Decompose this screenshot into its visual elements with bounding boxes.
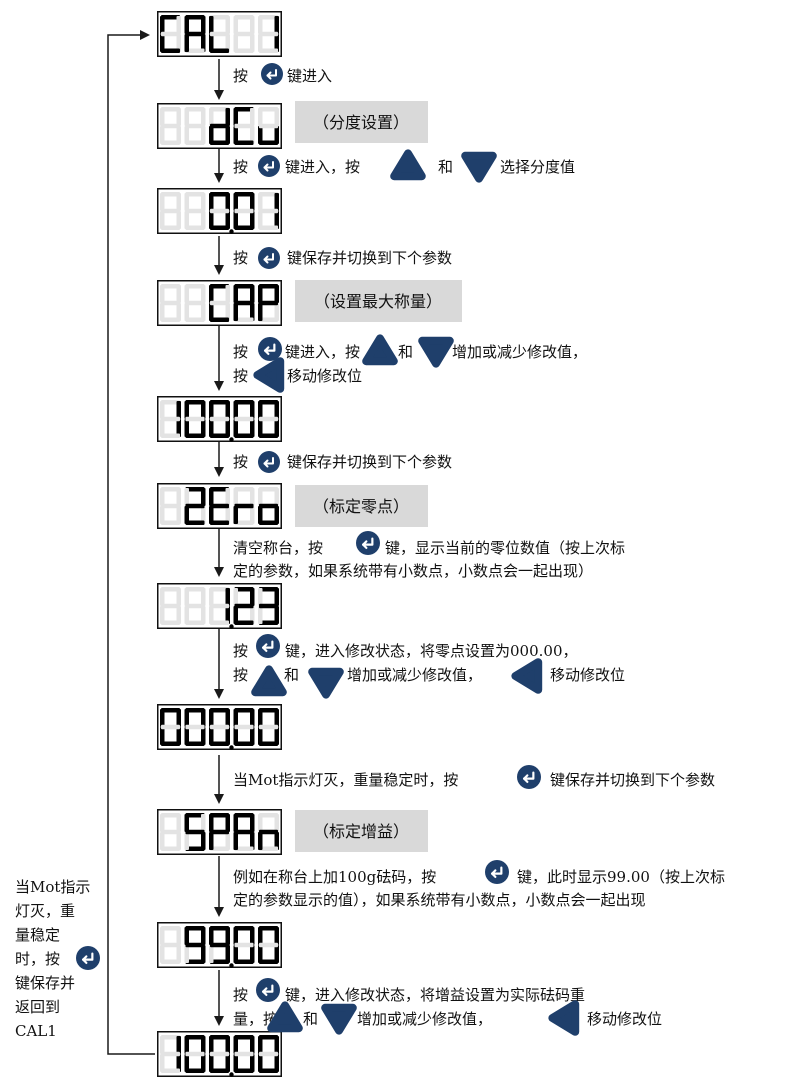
instruction-text: 和 — [398, 343, 413, 361]
instruction-text: 键保存并切换到下个参数 — [287, 453, 452, 471]
display-panel — [157, 483, 282, 529]
down-key-icon — [461, 151, 497, 183]
up-key-icon — [251, 665, 287, 697]
up-key-icon — [390, 149, 426, 181]
instruction-text: 按 — [233, 666, 248, 684]
instruction-text: 移动修改位 — [587, 1010, 662, 1028]
enter-key-icon — [258, 451, 280, 473]
instruction-text: 键保存并切换到下个参数 — [287, 249, 452, 267]
instruction-text: 键，进入修改状态，将增益设置为实际砝码重 — [285, 986, 585, 1004]
instruction-text: 增加或减少修改值， — [357, 1010, 492, 1028]
enter-key-icon — [261, 63, 283, 85]
tag-cap: （设置最大称量） — [295, 280, 462, 322]
instruction-text: 量，按 — [233, 1010, 278, 1028]
instruction-text: 增加或减少修改值， — [347, 666, 482, 684]
display-panel — [157, 922, 282, 968]
display-panel — [157, 809, 282, 855]
instruction-text: 例如在称台上加100g砝码，按 — [233, 868, 436, 886]
instruction-text: 当Mot指示灯灭，重量稳定时，按 — [233, 771, 458, 789]
down-key-icon — [418, 336, 454, 368]
instruction-text: 按 — [233, 343, 248, 361]
enter-key-icon — [76, 946, 100, 970]
display-panel — [157, 583, 282, 629]
instruction-text: 键，此时显示99.00（按上次标 — [517, 868, 725, 886]
instruction-1: 按 键进入 — [233, 63, 332, 85]
instruction-6: 清空称台，按 键，显示当前的零位数值（按上次标 定的参数，如果系统带有小数点，小… — [233, 531, 625, 580]
side-note-line: CAL1 — [15, 1022, 57, 1040]
instruction-text: 移动修改位 — [550, 666, 625, 684]
instruction-text: 定的参数显示的值），如果系统带有小数点，小数点会一起出现 — [233, 891, 646, 909]
instruction-text: 按 — [233, 453, 248, 471]
instruction-5: 按 键保存并切换到下个参数 — [233, 451, 452, 473]
up-key-icon — [267, 1001, 303, 1033]
left-key-icon — [548, 1000, 580, 1036]
side-note-line: 时，按 — [15, 950, 60, 968]
instruction-text: 按 — [233, 367, 248, 385]
tag-span-text: （标定增益） — [313, 822, 409, 841]
side-note-line: 灯灭，重 — [15, 902, 75, 920]
down-key-icon — [321, 1003, 357, 1035]
tag-zero-text: （标定零点） — [313, 497, 409, 516]
display-panel — [157, 396, 282, 442]
tag-dcu: （分度设置） — [295, 101, 428, 143]
side-note-line: 量稳定 — [15, 926, 60, 944]
display-panel — [157, 103, 282, 149]
left-key-icon — [511, 658, 543, 694]
down-key-icon — [308, 667, 344, 699]
enter-key-icon — [356, 531, 380, 555]
enter-key-icon — [258, 337, 282, 361]
enter-key-icon — [258, 247, 280, 269]
instruction-9: 例如在称台上加100g砝码，按 键，此时显示99.00（按上次标 定的参数显示的… — [233, 860, 725, 909]
display-panels — [157, 11, 282, 1077]
enter-key-icon — [517, 765, 541, 789]
instruction-7: 按 键，进入修改状态，将零点设置为000.00， 按 和 增加或减少修改值， 移… — [233, 634, 625, 699]
up-key-icon — [362, 334, 398, 366]
side-note-line: 键保存并 — [15, 974, 75, 992]
instruction-text: 和 — [284, 666, 299, 684]
instruction-text: 键进入，按 — [285, 343, 360, 361]
instruction-text: 定的参数，如果系统带有小数点，小数点会一起出现） — [233, 562, 593, 580]
instruction-3: 按 键保存并切换到下个参数 — [233, 247, 452, 269]
instruction-8: 当Mot指示灯灭，重量稳定时，按 键保存并切换到下个参数 — [233, 765, 715, 789]
enter-key-icon — [485, 860, 509, 884]
display-panel — [157, 704, 282, 750]
left-key-icon — [253, 357, 285, 393]
instruction-text: 和 — [438, 158, 453, 176]
instruction-text: 和 — [303, 1010, 318, 1028]
side-note: 当Mot指示 灯灭，重 量稳定 时，按 键保存并 返回到 CAL1 — [15, 878, 100, 1040]
instruction-text: 按 — [233, 986, 248, 1004]
display-panel — [157, 11, 282, 57]
instruction-text: 按 — [233, 249, 248, 267]
tag-span: （标定增益） — [295, 810, 428, 852]
instruction-4: 按 键进入，按 和 增加或减少修改值， 按 移动修改位 — [233, 334, 587, 393]
instruction-text: 选择分度值 — [500, 158, 575, 176]
instruction-text: 清空称台，按 — [233, 539, 323, 557]
return-loop-arrow — [107, 30, 155, 1055]
tag-dcu-text: （分度设置） — [313, 113, 409, 132]
side-note-line: 当Mot指示 — [15, 878, 90, 896]
instruction-text: 键保存并切换到下个参数 — [550, 771, 715, 789]
instruction-text: 移动修改位 — [287, 367, 362, 385]
instruction-text: 按 — [233, 642, 248, 660]
instruction-text: 增加或减少修改值， — [452, 343, 587, 361]
instruction-text: 键进入 — [287, 67, 332, 85]
instruction-text: 键，显示当前的零位数值（按上次标 — [385, 539, 625, 557]
display-panel — [157, 188, 282, 234]
display-panel — [157, 280, 282, 326]
enter-key-icon — [256, 978, 280, 1002]
tag-cap-text: （设置最大称量） — [314, 292, 442, 311]
side-note-line: 返回到 — [15, 998, 60, 1016]
enter-key-icon — [258, 155, 280, 177]
flow-arrows — [107, 30, 224, 1055]
instruction-10: 按 键，进入修改状态，将增益设置为实际砝码重 量，按 和 增加或减少修改值， 移… — [233, 978, 662, 1036]
instruction-text: 按 — [233, 67, 248, 85]
enter-key-icon — [256, 634, 280, 658]
display-panel — [157, 1031, 282, 1077]
instruction-text: 键进入，按 — [285, 158, 360, 176]
instruction-2: 按 键进入，按 和 选择分度值 — [233, 149, 575, 183]
tag-zero: （标定零点） — [295, 485, 428, 527]
instruction-text: 键，进入修改状态，将零点设置为000.00， — [285, 642, 578, 660]
instruction-text: 按 — [233, 158, 248, 176]
